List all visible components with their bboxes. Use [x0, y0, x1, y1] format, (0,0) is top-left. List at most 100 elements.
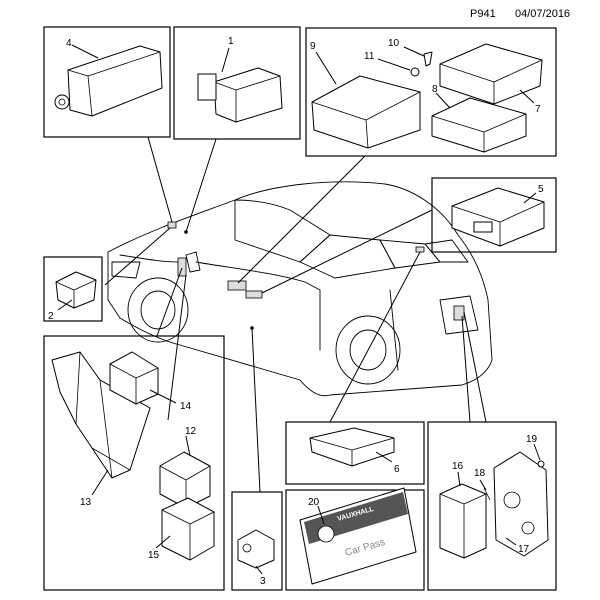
part-20-panel: VAUXHALL Car Pass 20	[285, 487, 425, 591]
part-3-sensor-port	[242, 543, 252, 553]
part-1-connector-edges	[213, 75, 281, 122]
callout-7: 7	[535, 104, 541, 115]
leader-14-callout	[149, 389, 177, 404]
part-15-module-edges	[161, 509, 215, 560]
parts-12-15-panel: 14 12 13 15	[43, 335, 225, 591]
callout-14: 14	[180, 401, 192, 412]
part-8-control-unit	[431, 97, 527, 153]
car-rear-quarter-window	[424, 239, 469, 263]
callout-10: 10	[388, 38, 400, 49]
part-5-panel: 5	[431, 177, 557, 253]
leader-3-callout	[255, 565, 263, 575]
panel-3-frame	[231, 491, 283, 591]
leader-17	[463, 311, 487, 423]
part-1-panel: 1	[173, 26, 301, 140]
part-4-mount-bolt-center	[58, 98, 66, 106]
parts-7-11-panel: 9 10 11 8 7	[305, 27, 557, 157]
leader-16	[461, 315, 471, 423]
leader-4-callout	[71, 44, 99, 59]
part-4-sensor-edges	[67, 51, 161, 117]
part-4-sensor-body	[67, 45, 163, 117]
leader-9-callout	[315, 51, 337, 85]
part-18-screw	[483, 487, 491, 501]
part-2-panel: 2	[43, 256, 103, 322]
car-door-line	[195, 261, 321, 351]
part-3-panel: 3	[231, 491, 283, 591]
callout-11: 11	[364, 51, 375, 62]
car-body-outline	[107, 181, 493, 397]
part-10-bolt	[423, 51, 433, 67]
callout-16: 16	[452, 461, 464, 472]
part-6-panel: 6	[285, 421, 425, 485]
leader-9	[237, 155, 366, 284]
car-mirror	[185, 251, 201, 273]
part-13-trim-panel-edges	[75, 351, 131, 479]
leader-6-callout	[375, 451, 393, 463]
callout-9: 9	[310, 41, 316, 52]
leader-lines	[104, 136, 487, 493]
part-4-mount-bolt	[54, 94, 70, 110]
panel-1-frame	[173, 26, 301, 140]
car-bonnet-line	[119, 254, 181, 263]
part-6-module	[309, 427, 395, 467]
callout-20: 20	[308, 497, 320, 508]
leader-2-callout	[57, 299, 73, 311]
callout-5: 5	[538, 184, 544, 195]
part-15-module	[161, 497, 215, 561]
car-part-4-location	[167, 221, 177, 229]
leader-15-callout	[155, 535, 171, 549]
part-5-control-module-edges	[451, 201, 545, 246]
leader-13	[167, 274, 187, 421]
parts-16-19-panel: 16 18 19 17	[427, 421, 557, 591]
leader-3	[251, 327, 261, 493]
panel-12-15-frame	[43, 335, 225, 591]
car-part-6-location	[415, 246, 425, 253]
leader-18-callout	[479, 479, 487, 491]
part-14-airbag-module-edges	[109, 363, 159, 404]
car-rear-side-window	[379, 239, 441, 269]
leader-12-callout	[185, 435, 191, 457]
diagram-date: 04/07/2016	[515, 8, 571, 20]
callout-2: 2	[48, 311, 54, 322]
part-8-control-unit-edges	[431, 113, 527, 152]
leader-11-callout	[377, 58, 411, 71]
callout-19: 19	[526, 434, 538, 445]
callout-13: 13	[80, 497, 92, 508]
leader-20-callout	[317, 505, 325, 525]
leader-14	[156, 267, 183, 337]
part-16-module	[439, 483, 487, 559]
panel-16-19-frame	[427, 421, 557, 591]
callout-17: 17	[518, 544, 530, 555]
part-6-module-edges	[309, 437, 395, 466]
panel-20-frame	[285, 489, 425, 591]
part-2-switch-edges	[55, 279, 97, 308]
car-tail-light	[439, 295, 479, 335]
part-11-nut	[410, 67, 420, 77]
leader-5-callout	[523, 192, 537, 204]
part-5-control-module	[451, 187, 545, 247]
car-part-13-location	[177, 257, 187, 277]
part-1-connector-body	[213, 67, 283, 123]
panel-2-frame	[43, 256, 103, 322]
leader-4	[147, 136, 173, 223]
leader-17-callout	[505, 537, 517, 546]
car-part-9-location	[227, 280, 247, 291]
car-rear-wheel	[335, 315, 401, 385]
part-16-module-edges	[439, 493, 487, 558]
part-17-bracket	[493, 451, 549, 557]
panel-6-frame	[285, 421, 425, 485]
car-front-wheel	[127, 277, 189, 343]
callout-12: 12	[185, 426, 197, 437]
leader-19-callout	[533, 443, 541, 461]
part-19-clip	[537, 460, 545, 468]
leader-13-callout	[91, 469, 109, 496]
part-7-module	[439, 43, 543, 105]
part-2-switch-body	[55, 271, 97, 309]
panel-7-11-frame	[305, 27, 557, 157]
part-9-bracket	[311, 75, 421, 149]
part-13-trim-panel	[51, 351, 151, 479]
callout-18: 18	[474, 468, 486, 479]
car-windshield	[234, 199, 331, 263]
vehicle-illustration	[107, 181, 493, 397]
